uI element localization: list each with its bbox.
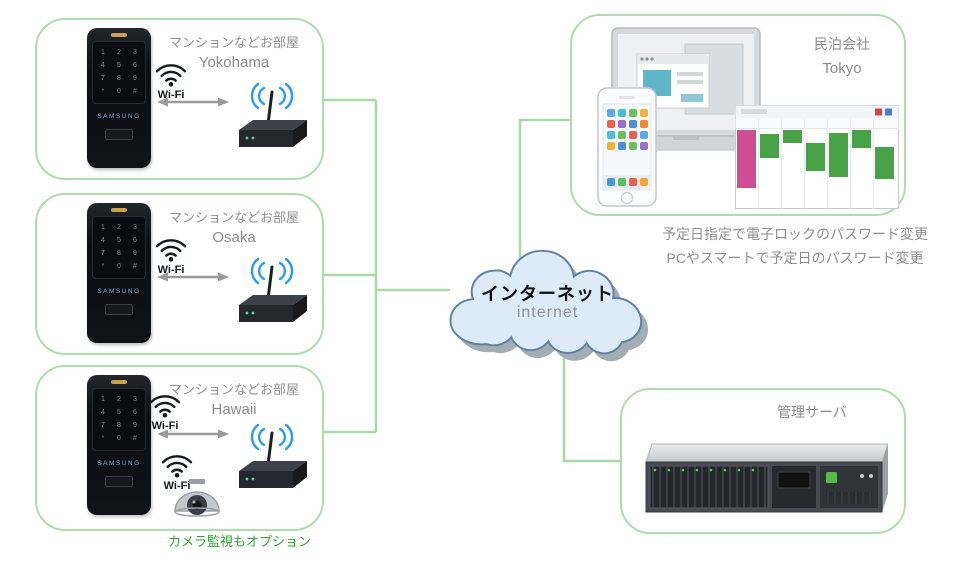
lock-brand-label: SAMSUNG xyxy=(97,288,141,295)
lock-brand-label: SAMSUNG xyxy=(97,113,141,120)
lock-card-slot xyxy=(105,129,133,140)
router-icon xyxy=(239,257,307,322)
room-title: マンションなどお部屋 xyxy=(168,210,299,225)
lock-logo xyxy=(111,380,127,384)
room-city: Hawaii xyxy=(211,401,257,418)
cloud-subtitle: internet xyxy=(516,304,579,321)
lock-card-slot xyxy=(105,304,133,315)
company-label: 民泊会社 Tokyo xyxy=(790,34,894,77)
company-city: Tokyo xyxy=(822,60,862,77)
room-title: マンションなどお部屋 xyxy=(168,35,299,50)
room-city: Yokohama xyxy=(198,54,270,71)
company-box-tokyo: 民泊会社 Tokyo xyxy=(570,14,906,216)
internet-cloud: インターネット internet xyxy=(425,238,670,368)
lock-logo xyxy=(111,33,127,37)
description-line-2: PCやスマートで予定日のパスワード変更 xyxy=(666,250,924,266)
wifi-icon xyxy=(155,239,187,262)
double-arrow-icon xyxy=(157,272,229,282)
wifi-icon xyxy=(149,395,181,418)
wifi-indicator: Wi-Fi xyxy=(149,60,193,101)
wifi-indicator: Wi-Fi xyxy=(143,391,187,432)
room-title: マンションなどお部屋 xyxy=(168,382,299,397)
dome-camera-icon xyxy=(174,479,220,517)
camera-option-note: カメラ監視もオプション xyxy=(167,534,311,549)
room-label: マンションなどお部屋 Osaka xyxy=(154,207,314,246)
smartphone-icon xyxy=(597,87,657,207)
router-icon xyxy=(239,82,307,147)
room-label: マンションなどお部屋 Yokohama xyxy=(154,32,314,71)
company-name: 民泊会社 xyxy=(814,36,870,52)
wifi-indicator: Wi-Fi xyxy=(149,235,193,276)
lock-brand-label: SAMSUNG xyxy=(97,460,141,467)
wifi-label: Wi-Fi xyxy=(157,89,185,101)
wifi-icon xyxy=(161,455,193,478)
wifi-label: Wi-Fi xyxy=(151,420,179,432)
lock-card-slot xyxy=(105,476,133,487)
cloud-title: インターネット xyxy=(481,284,614,304)
server-box: 管理サーバ xyxy=(620,388,906,534)
description-line-1: 予定日指定で電子ロックのパスワード変更 xyxy=(662,226,928,242)
server-label: 管理サーバ xyxy=(777,404,847,420)
rack-server-icon xyxy=(645,443,888,513)
laptop-icon xyxy=(597,27,775,151)
double-arrow-icon xyxy=(157,97,229,107)
wifi-indicator-camera: Wi-Fi xyxy=(155,451,199,492)
calendar-window-icon xyxy=(735,105,899,209)
double-arrow-icon xyxy=(157,429,229,439)
wifi-icon xyxy=(155,64,187,87)
room-city: Osaka xyxy=(212,229,256,246)
room-label: マンションなどお部屋 Hawaii xyxy=(154,379,314,418)
wifi-label: Wi-Fi xyxy=(163,480,191,492)
wifi-label: Wi-Fi xyxy=(157,264,185,276)
lock-logo xyxy=(111,208,127,212)
router-icon xyxy=(239,423,307,488)
